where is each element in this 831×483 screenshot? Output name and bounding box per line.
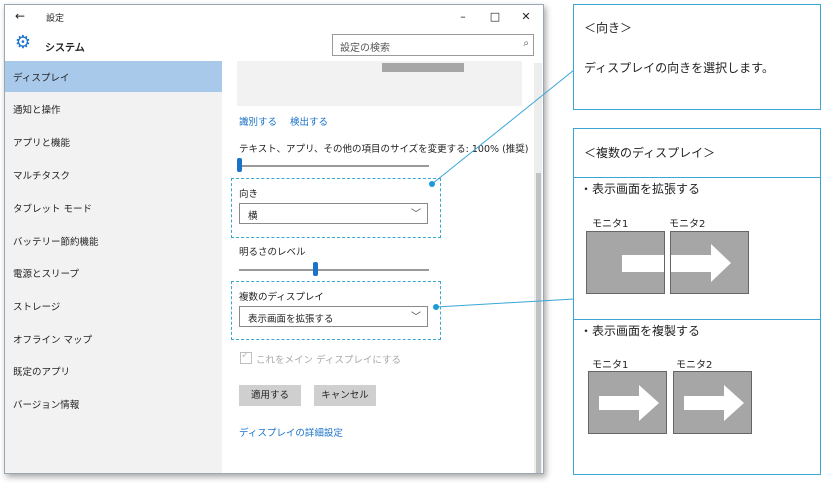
monitor-preview[interactable] xyxy=(382,63,464,72)
sidebar-item-storage[interactable]: ストレージ xyxy=(5,290,222,321)
back-arrow-icon[interactable]: ← xyxy=(15,9,26,23)
arrow-right-icon xyxy=(622,255,664,272)
extend-monitor2 xyxy=(670,231,749,294)
duplicate-monitor2 xyxy=(673,371,752,434)
chevron-down-icon: ﹀ xyxy=(411,312,421,323)
scale-slider-thumb[interactable] xyxy=(237,158,242,172)
sidebar-item-label: 既定のアプリ xyxy=(13,367,71,378)
callout-title: ＜向き＞ xyxy=(584,21,633,35)
multi-display-highlight xyxy=(231,281,441,340)
sidebar-item-label: バッテリー節約機能 xyxy=(13,237,99,248)
orientation-value: 横 xyxy=(248,211,258,222)
extend-heading: ・表示画面を拡張する xyxy=(580,182,701,196)
display-preview xyxy=(237,61,522,106)
sidebar-item-label: ストレージ xyxy=(13,302,61,313)
monitor2-label: モニタ2 xyxy=(676,360,713,371)
extend-monitor1 xyxy=(586,231,665,294)
gear-icon: ⚙ xyxy=(14,32,32,53)
sidebar-item-power[interactable]: 電源とスリープ xyxy=(5,257,222,288)
monitor1-label: モニタ1 xyxy=(592,360,629,371)
section-title: システム xyxy=(45,43,85,54)
orientation-label: 向き xyxy=(239,189,259,200)
close-button[interactable]: ✕ xyxy=(521,10,531,23)
sidebar-item-label: マルチタスク xyxy=(13,171,71,182)
settings-window: ← 設定 – □ ✕ ⚙ システム 設定の検索 ⌕ ディスプレイ 通知と操作 ア… xyxy=(4,4,544,474)
sidebar-item-label: タブレット モード xyxy=(13,204,93,215)
sidebar-item-label: 通知と操作 xyxy=(13,105,61,116)
sidebar-item-about[interactable]: バージョン情報 xyxy=(5,388,222,419)
scrollbar-thumb[interactable] xyxy=(536,173,541,473)
arrow-right-icon xyxy=(671,244,731,282)
sidebar-item-apps[interactable]: アプリと機能 xyxy=(5,126,222,157)
search-placeholder: 設定の検索 xyxy=(340,43,390,54)
divider xyxy=(574,177,820,178)
identify-link[interactable]: 識別する xyxy=(239,117,278,128)
orientation-callout: ＜向き＞ ディスプレイの向きを選択します。 xyxy=(573,4,821,110)
sidebar-item-label: オフライン マップ xyxy=(13,335,93,346)
sidebar-item-offline-maps[interactable]: オフライン マップ xyxy=(5,323,222,354)
maximize-button[interactable]: □ xyxy=(489,10,501,23)
sidebar-item-tablet[interactable]: タブレット モード xyxy=(5,192,222,223)
main-display-checkbox[interactable] xyxy=(240,350,252,364)
sidebar-item-label: 電源とスリープ xyxy=(13,269,79,280)
multi-display-dropdown[interactable]: 表示画面を拡張する ﹀ xyxy=(239,306,428,327)
sidebar-item-label: バージョン情報 xyxy=(13,400,80,411)
scale-label: テキスト、アプリ、その他の項目のサイズを変更する: 100% (推奨) xyxy=(239,144,529,155)
section-header: ⚙ システム xyxy=(5,31,543,61)
window-title: 設定 xyxy=(46,14,65,24)
duplicate-monitor1 xyxy=(588,371,667,434)
advanced-display-settings-link[interactable]: ディスプレイの詳細設定 xyxy=(239,428,343,439)
search-input[interactable]: 設定の検索 ⌕ xyxy=(332,34,534,56)
title-bar: ← 設定 – □ ✕ xyxy=(5,5,543,29)
divider xyxy=(574,319,820,320)
multi-display-label: 複数のディスプレイ xyxy=(239,292,324,303)
arrow-right-icon xyxy=(599,385,659,421)
sidebar-item-label: ディスプレイ xyxy=(13,73,70,84)
sidebar-item-multitask[interactable]: マルチタスク xyxy=(5,159,222,190)
minimize-button[interactable]: – xyxy=(460,10,466,23)
multi-display-callout: ＜複数のディスプレイ＞ ・表示画面を拡張する モニタ1 モニタ2 ・表示画面を複… xyxy=(573,128,821,475)
callout-title: ＜複数のディスプレイ＞ xyxy=(584,146,716,160)
monitor1-label: モニタ1 xyxy=(592,219,629,230)
main-display-checkbox-label: これをメイン ディスプレイにする xyxy=(256,355,401,366)
brightness-label: 明るさのレベル xyxy=(239,247,306,258)
duplicate-heading: ・表示画面を複製する xyxy=(580,324,701,338)
sidebar: ディスプレイ 通知と操作 アプリと機能 マルチタスク タブレット モード バッテ… xyxy=(5,61,222,473)
orientation-dropdown[interactable]: 横 ﹀ xyxy=(239,203,428,224)
sidebar-item-notifications[interactable]: 通知と操作 xyxy=(5,93,222,124)
sidebar-item-label: アプリと機能 xyxy=(13,138,71,149)
multi-display-value: 表示画面を拡張する xyxy=(248,314,334,325)
cancel-button[interactable]: キャンセル xyxy=(314,385,376,406)
arrow-right-icon xyxy=(684,385,744,421)
detect-link[interactable]: 検出する xyxy=(290,117,329,128)
search-icon: ⌕ xyxy=(523,38,529,49)
brightness-slider-thumb[interactable] xyxy=(313,262,318,276)
callout-body: ディスプレイの向きを選択します。 xyxy=(584,61,774,75)
sidebar-item-default-apps[interactable]: 既定のアプリ xyxy=(5,355,222,386)
sidebar-item-battery[interactable]: バッテリー節約機能 xyxy=(5,225,222,256)
display-settings-panel: 識別する 検出する テキスト、アプリ、その他の項目のサイズを変更する: 100%… xyxy=(222,61,543,473)
apply-button[interactable]: 適用する xyxy=(239,385,301,406)
scrollbar[interactable] xyxy=(534,63,542,473)
sidebar-item-display[interactable]: ディスプレイ xyxy=(5,61,222,92)
monitor2-label: モニタ2 xyxy=(669,219,706,230)
chevron-down-icon: ﹀ xyxy=(411,209,421,220)
brightness-slider-track[interactable] xyxy=(239,269,429,271)
scale-slider-track[interactable] xyxy=(239,165,429,167)
orientation-highlight xyxy=(231,178,441,238)
